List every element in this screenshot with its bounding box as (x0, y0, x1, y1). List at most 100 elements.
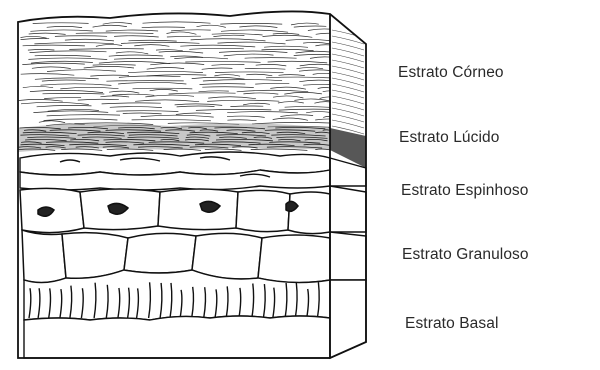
corneum-fiber-stroke (30, 30, 92, 31)
corneum-fiber-stroke (284, 92, 322, 94)
corneum-fiber-stroke (93, 25, 127, 27)
corneum-fiber-stroke (23, 86, 53, 87)
corneum-fiber-stroke (243, 103, 270, 105)
corneum-fiber-stroke (273, 118, 308, 120)
corneum-fiber-stroke (129, 40, 177, 41)
corneum-fiber-stroke (29, 33, 66, 34)
corneum-fiber-stroke (175, 104, 223, 105)
corneum-fiber-stroke (134, 45, 169, 47)
corneum-fiber-stroke (23, 45, 85, 46)
corneum-fiber-stroke (21, 102, 89, 104)
corneum-fiber-stroke (47, 115, 120, 116)
corneum-fiber-stroke (200, 84, 246, 85)
label-estrato-granuloso: Estrato Granuloso (402, 246, 529, 264)
corneum-fiber-stroke (141, 115, 214, 117)
corneum-fiber-stroke (230, 106, 263, 107)
corneum-fiber-stroke (294, 99, 329, 101)
corneum-fiber-stroke (246, 74, 272, 76)
corneum-fiber-stroke (47, 70, 116, 72)
corneum-fiber-stroke (34, 43, 113, 44)
corneum-fiber-stroke (208, 97, 256, 99)
polygonal-cells (20, 186, 366, 283)
corneum-fiber-stroke (99, 61, 170, 63)
stratum-corneum-drawing (19, 22, 364, 134)
corneum-fiber-stroke (320, 97, 335, 99)
corneum-fiber-stroke (279, 109, 335, 110)
corneum-fiber-stroke (21, 39, 50, 40)
corneum-fiber-stroke (202, 87, 254, 88)
corneum-fiber-stroke (30, 51, 107, 53)
corneum-fiber-stroke (159, 51, 203, 53)
corneum-fiber-stroke (69, 49, 144, 50)
corneum-fiber-stroke (280, 115, 313, 117)
corneum-fiber-stroke (199, 91, 229, 92)
corneum-fiber-stroke (123, 113, 162, 114)
corneum-fiber-stroke (47, 26, 82, 27)
corneum-fiber-stroke (35, 55, 91, 56)
corneum-fiber-stroke (315, 45, 335, 46)
corneum-fiber-stroke (212, 64, 245, 65)
corneum-fiber-stroke (116, 52, 148, 54)
corneum-fiber-stroke (268, 61, 328, 63)
corneum-fiber-stroke (114, 36, 159, 37)
corneum-fiber-stroke (192, 77, 245, 79)
corneum-fiber-stroke (266, 77, 335, 78)
corneum-fiber-stroke (313, 73, 335, 74)
corneum-fiber-stroke (252, 122, 329, 124)
corneum-fiber-stroke (227, 120, 256, 121)
corneum-fiber-stroke (42, 80, 86, 81)
corneum-fiber-stroke (93, 65, 136, 66)
corneum-fiber-stroke (114, 58, 165, 59)
corneum-fiber-stroke (255, 83, 289, 84)
corneum-fiber-stroke (133, 88, 193, 89)
corneum-fiber-stroke (65, 39, 114, 41)
corneum-fiber-stroke (28, 49, 55, 50)
basal-columnar-cells (24, 270, 366, 358)
corneum-fiber-stroke (207, 100, 279, 101)
corneum-fiber-stroke (323, 91, 335, 92)
corneum-fiber-stroke (314, 102, 335, 104)
corneum-fiber-stroke (128, 71, 203, 72)
corneum-fiber-stroke (221, 30, 288, 32)
corneum-fiber-stroke (76, 33, 154, 34)
corneum-fiber-stroke (32, 67, 71, 69)
corneum-fiber-stroke (33, 111, 108, 113)
lucidum-fiber-stroke (61, 149, 102, 150)
corneum-fiber-stroke (279, 75, 305, 76)
corneum-fiber-stroke (174, 57, 228, 58)
corneum-fiber-stroke (185, 62, 260, 63)
corneum-fiber-stroke (315, 119, 335, 120)
corneum-fiber-stroke (143, 22, 211, 23)
corneum-fiber-stroke (237, 90, 309, 92)
corneum-fiber-stroke (28, 58, 107, 60)
corneum-fiber-stroke (132, 120, 211, 121)
corneum-fiber-stroke (121, 42, 200, 43)
corneum-fiber-stroke (214, 75, 240, 77)
corneum-fiber-stroke (55, 36, 107, 37)
corneum-fiber-stroke (176, 113, 211, 115)
corneum-fiber-stroke (150, 89, 178, 91)
corneum-fiber-stroke (285, 107, 334, 108)
corneum-fiber-stroke (294, 54, 335, 55)
corneum-fiber-stroke (297, 68, 324, 69)
corneum-fiber-stroke (202, 68, 233, 69)
corneum-fiber-stroke (106, 30, 158, 31)
corneum-fiber-stroke (215, 72, 283, 73)
corneum-fiber-stroke (243, 93, 278, 94)
corneum-fiber-stroke (239, 26, 277, 28)
corneum-fiber-stroke (294, 26, 327, 27)
corneum-fiber-stroke (171, 30, 211, 31)
corneum-fiber-stroke (177, 106, 215, 107)
lucidum-fiber-stroke (205, 149, 242, 150)
corneum-fiber-stroke (84, 66, 134, 68)
corneum-fiber-stroke (100, 96, 129, 97)
corneum-fiber-stroke (316, 33, 335, 34)
corneum-fiber-stroke (90, 75, 129, 76)
corneum-fiber-stroke (41, 84, 112, 86)
corneum-fiber-stroke (106, 81, 183, 82)
corneum-fiber-stroke (150, 63, 204, 65)
corneum-fiber-stroke (109, 55, 163, 56)
corneum-fiber-stroke (263, 35, 313, 37)
corneum-fiber-stroke (142, 27, 185, 28)
